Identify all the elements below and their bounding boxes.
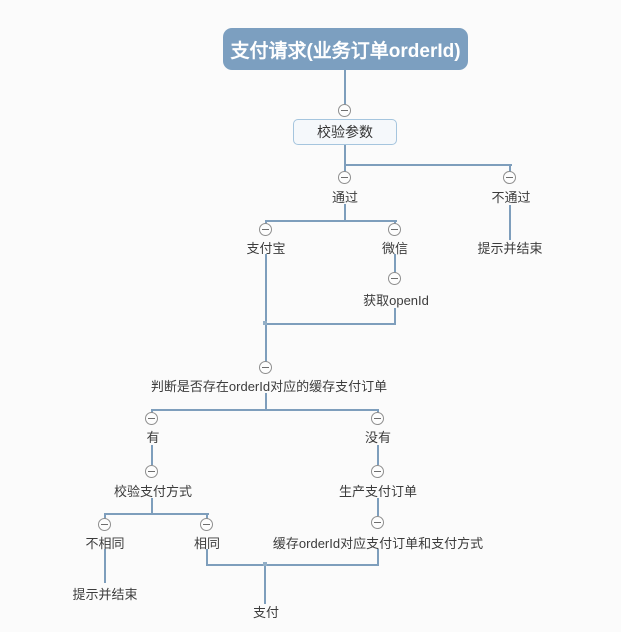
collapse-minus-icon[interactable]	[388, 272, 401, 285]
connector-line	[265, 393, 267, 409]
connector-line	[377, 549, 379, 564]
node-pass[interactable]: 通过	[331, 190, 359, 205]
connector-line	[151, 409, 379, 411]
connector-line	[206, 549, 208, 564]
collapse-minus-icon[interactable]	[371, 465, 384, 478]
node-fail-end[interactable]: 提示并结束	[477, 241, 543, 256]
node-different-end[interactable]: 提示并结束	[72, 587, 138, 602]
connector-line	[265, 220, 397, 222]
connector-line	[151, 498, 153, 513]
node-same[interactable]: 相同	[193, 536, 221, 551]
minus-bar	[262, 229, 269, 230]
connector-line	[104, 513, 209, 515]
connector-line	[377, 498, 379, 516]
collapse-minus-icon[interactable]	[371, 516, 384, 529]
connector-line	[265, 323, 396, 325]
connector-line	[509, 205, 511, 240]
minus-bar	[262, 367, 269, 368]
node-not-exists[interactable]: 没有	[364, 430, 392, 445]
minus-bar	[506, 177, 513, 178]
collapse-minus-icon[interactable]	[259, 223, 272, 236]
connector-line	[394, 254, 396, 273]
connector-line	[104, 515, 106, 519]
node-get-openid[interactable]: 获取openId	[363, 293, 429, 308]
node-cache-order[interactable]: 缓存orderId对应支付订单和支付方式	[272, 536, 484, 551]
collapse-minus-icon[interactable]	[145, 465, 158, 478]
node-fail[interactable]: 不通过	[491, 190, 531, 205]
connector-line	[394, 308, 396, 324]
minus-bar	[101, 524, 108, 525]
node-create-pay-order[interactable]: 生产支付订单	[338, 484, 418, 499]
connector-line	[206, 515, 208, 519]
collapse-minus-icon[interactable]	[388, 223, 401, 236]
minus-bar	[148, 418, 155, 419]
connector-line	[104, 549, 106, 583]
minus-bar	[341, 110, 348, 111]
collapse-minus-icon[interactable]	[338, 171, 351, 184]
collapse-minus-icon[interactable]	[98, 518, 111, 531]
connector-line	[377, 445, 379, 465]
collapse-minus-icon[interactable]	[200, 518, 213, 531]
connector-line	[265, 325, 267, 362]
connector-line	[265, 254, 267, 323]
connector-line	[206, 564, 379, 566]
minus-bar	[203, 524, 210, 525]
connector-line	[344, 145, 346, 165]
collapse-minus-icon[interactable]	[259, 361, 272, 374]
collapse-minus-icon[interactable]	[338, 104, 351, 117]
minus-bar	[374, 522, 381, 523]
connector-line	[344, 166, 346, 173]
minus-bar	[374, 418, 381, 419]
node-verify-pay-method[interactable]: 校验支付方式	[113, 484, 193, 499]
connector-line	[151, 445, 153, 465]
connector-line	[509, 166, 511, 173]
connector-line	[344, 164, 512, 166]
node-different[interactable]: 不相同	[85, 536, 125, 551]
minus-bar	[374, 471, 381, 472]
collapse-minus-icon[interactable]	[145, 412, 158, 425]
node-payment-request[interactable]: 支付请求(业务订单orderId)	[223, 28, 468, 70]
minus-bar	[391, 278, 398, 279]
minus-bar	[341, 177, 348, 178]
minus-bar	[391, 229, 398, 230]
minus-bar	[148, 471, 155, 472]
connector-line	[344, 70, 346, 105]
collapse-minus-icon[interactable]	[371, 412, 384, 425]
connector-line	[344, 204, 346, 220]
node-alipay[interactable]: 支付宝	[246, 241, 286, 256]
connector-line	[264, 566, 266, 604]
collapse-minus-icon[interactable]	[503, 171, 516, 184]
node-check-cached-order[interactable]: 判断是否存在orderId对应的缓存支付订单	[150, 379, 388, 394]
node-exists[interactable]: 有	[146, 430, 160, 445]
junction-dot	[263, 321, 267, 325]
node-wechat[interactable]: 微信	[381, 241, 409, 256]
node-pay[interactable]: 支付	[252, 605, 280, 620]
node-validate-params[interactable]: 校验参数	[293, 119, 397, 145]
junction-dot	[263, 562, 267, 566]
